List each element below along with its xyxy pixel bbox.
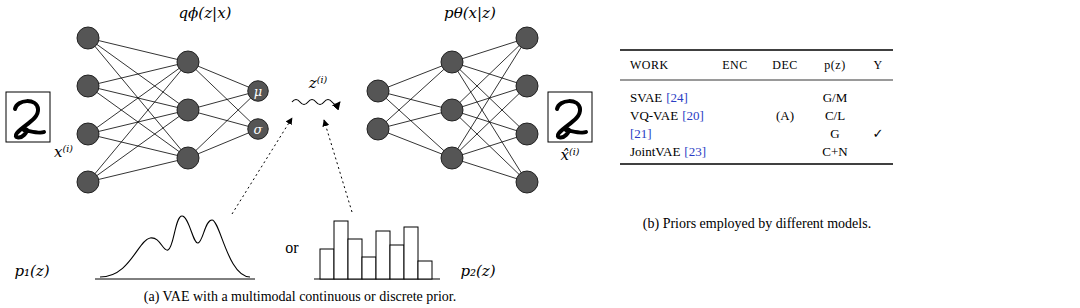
unit-symbol: μ [254, 85, 262, 98]
neuron [516, 171, 538, 193]
decoder-label: pθ(x|z) [444, 5, 496, 22]
encoder-label: qϕ(z|x) [179, 5, 232, 22]
weight-line [88, 38, 188, 110]
weight-line [188, 62, 258, 129]
weight-line [188, 91, 258, 158]
table-header: p(z) [824, 59, 845, 73]
citation: [21] [630, 127, 652, 142]
neuron [441, 99, 463, 121]
unit-symbol: σ [254, 123, 263, 136]
weight-line [452, 134, 527, 158]
neuron [77, 123, 99, 145]
neurons [77, 27, 538, 193]
digit-image [557, 101, 586, 137]
weight-line [452, 38, 527, 62]
weight-line [378, 62, 452, 129]
citation: [20] [682, 109, 704, 124]
histogram-bar [390, 245, 404, 279]
weight-line [88, 38, 188, 62]
table-header: ENC [722, 59, 748, 73]
neuron [516, 123, 538, 145]
table-cell: SVAE [630, 91, 662, 106]
image-frame [6, 92, 50, 142]
image-frame [548, 92, 592, 142]
decoder-weights [378, 38, 527, 182]
output-symbol: x̂⁽ⁱ⁾ [561, 147, 580, 164]
connective-word: or [285, 239, 298, 257]
axis-line [95, 279, 255, 280]
latent-std-unit: σ [247, 118, 269, 140]
neuron [516, 75, 538, 97]
table-header: DEC [772, 59, 798, 73]
histogram [320, 221, 432, 279]
neuron [77, 27, 99, 49]
histogram-bar [418, 261, 432, 279]
weight-line [452, 158, 527, 182]
digit-image [15, 101, 44, 137]
dotted-arrow [324, 120, 352, 212]
table-cell: C/L [825, 109, 845, 124]
table-cell: (A) [776, 109, 794, 124]
weight-line [88, 110, 188, 182]
weight-line [88, 158, 188, 182]
table-cell: G/M [823, 91, 848, 106]
neuron [177, 51, 199, 73]
histogram-bar [376, 231, 390, 279]
neuron [177, 147, 199, 169]
neuron [77, 75, 99, 97]
table-header: Y [873, 59, 882, 73]
sampling-arrow [292, 100, 340, 105]
prior-label: p₂(z) [460, 263, 495, 280]
neuron [516, 27, 538, 49]
weight-line [452, 110, 527, 182]
neuron [367, 118, 389, 140]
table-rule [620, 80, 893, 81]
node-circle [248, 119, 269, 140]
prior-label: p₁(z) [14, 263, 49, 280]
neuron [441, 147, 463, 169]
table-cell: JointVAE [630, 145, 680, 160]
subfigure-caption: (b) Priors employed by different models. [643, 216, 871, 232]
dotted-arrow [232, 118, 292, 214]
citation: [24] [666, 91, 688, 106]
weight-line [452, 86, 527, 158]
weight-line [88, 62, 188, 134]
check-mark: ✓ [873, 127, 884, 142]
weight-line [378, 62, 452, 91]
histogram-bar [334, 221, 348, 279]
table-rule [620, 163, 893, 165]
node-circle [248, 81, 269, 102]
neuron [367, 80, 389, 102]
weight-line [452, 38, 527, 110]
histogram-bar [320, 249, 334, 279]
subfigure-caption: (a) VAE with a multimodal continuous or … [144, 289, 456, 305]
input-symbol: x⁽ⁱ⁾ [54, 144, 73, 161]
latent-mean-unit: μ [247, 80, 269, 102]
histogram-bar [404, 227, 418, 279]
neuron [177, 99, 199, 121]
weight-line [88, 62, 188, 86]
table-cell: G [830, 127, 839, 142]
weight-line [452, 38, 527, 158]
histogram-bar [362, 257, 376, 279]
neuron [441, 51, 463, 73]
weight-line [452, 62, 527, 182]
citation: [23] [684, 145, 706, 160]
weight-line [88, 62, 188, 182]
table-rule [620, 49, 893, 51]
density-curve [100, 216, 250, 277]
histogram-bar [348, 239, 362, 279]
neuron [77, 171, 99, 193]
table-cell: C+N [822, 145, 847, 160]
weight-line [378, 91, 452, 158]
weight-line [378, 129, 452, 158]
latent-symbol: z⁽ⁱ⁾ [309, 75, 327, 92]
weight-line [88, 38, 188, 158]
encoder-weights [88, 38, 258, 182]
table-cell: VQ-VAE [630, 109, 678, 124]
table-header: WORK [630, 59, 669, 73]
